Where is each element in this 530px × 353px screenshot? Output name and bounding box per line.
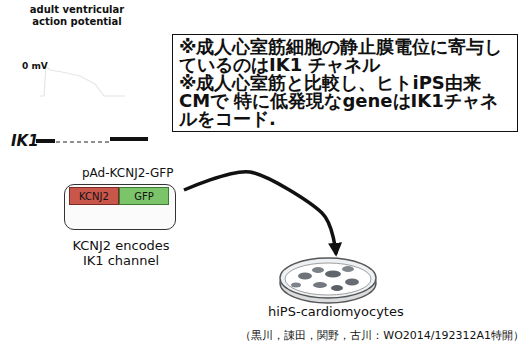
plasmid-name: pAd-KCNJ2-GFP bbox=[82, 166, 174, 180]
note-text: ※成人心室筋細胞の静止膜電位に寄与し ているのはIK1 チャネル bbox=[179, 38, 511, 74]
current-label: IK1 bbox=[11, 132, 39, 150]
process-arrow bbox=[184, 172, 336, 254]
dish-node: hiPS-cardiomyocytes bbox=[268, 256, 388, 322]
current-bar bbox=[110, 137, 148, 141]
plasmid-box: pAd-KCNJ2-GFP KCNJ2GFP bbox=[58, 164, 184, 234]
gene-box: KCNJ2 bbox=[69, 187, 119, 205]
gene-name: KCNJ2 bbox=[70, 188, 118, 206]
gene-name: GFP bbox=[120, 188, 168, 206]
current-baseline bbox=[56, 141, 110, 142]
note-text: ※成人心室筋と比較し、ヒトiPS由来CMで 特に低発現なgeneはIK1チャネル… bbox=[179, 74, 511, 128]
current-bar bbox=[36, 139, 55, 143]
panel-label: adult ventricular action potential bbox=[18, 4, 136, 28]
culture-dish bbox=[280, 258, 376, 303]
gene-note: KCNJ2 encodes IK1 channel bbox=[62, 238, 180, 268]
cell-label: hiPS-cardiomyocytes bbox=[268, 304, 388, 319]
action-potential-trace bbox=[40, 66, 125, 96]
note-box: ※成人心室筋細胞の静止膜電位に寄与し ているのはIK1 チャネル※成人心室筋と比… bbox=[172, 34, 518, 132]
axis-label: 0 mV bbox=[22, 61, 48, 71]
caption: （黒川，諌田，関野，古川：WO2014/192312A1特開） bbox=[240, 328, 524, 343]
gene-box: GFP bbox=[119, 187, 169, 205]
